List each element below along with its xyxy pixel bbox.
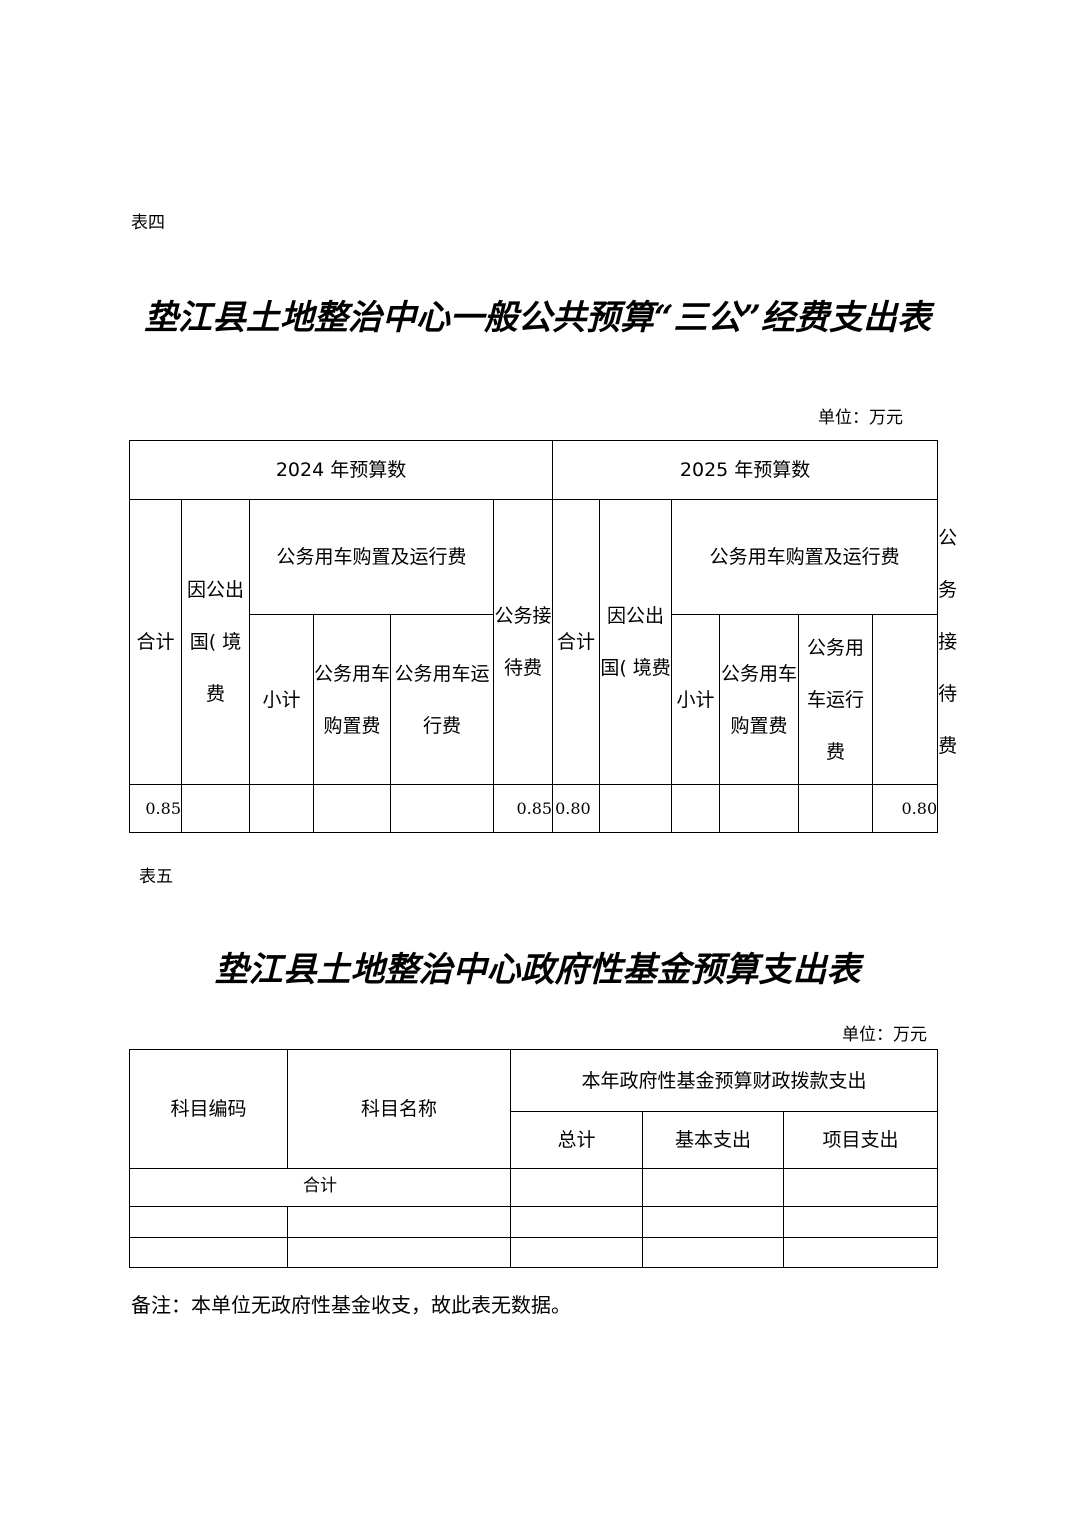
year-2025-header: 2025 年预算数 [552, 440, 939, 500]
total-row-label: 合计 [129, 1168, 511, 1207]
government-fund-table: 科目编码 科目名称 本年政府性基金预算财政拨款支出 总计 基本支出 项目支出 合… [129, 1049, 939, 1268]
year-2024-header: 2024 年预算数 [128, 440, 554, 500]
y1-total-header: 合计 [129, 499, 182, 785]
y1-reception-header: 公务接待费 [494, 605, 552, 679]
y1-run-header: 公务用车运行费 [394, 662, 490, 737]
y1-subtotal-header: 小计 [249, 614, 314, 785]
three-public-expense-table: 2024 年预算数 2025 年预算数 合计 因公出国( 境费 公务用车购置及运… [128, 440, 957, 833]
subject-code-header: 科目编码 [129, 1049, 288, 1169]
table4-label: 表四 [131, 213, 165, 233]
project-expense-header: 项目支出 [782, 1111, 939, 1169]
y1-reception-value: 0.85 [492, 784, 554, 833]
y1-abroad-header: 因公出国( 境费 [186, 579, 244, 705]
y2-subtotal-header: 小计 [671, 614, 721, 785]
y2-reception-value: 0.80 [872, 784, 939, 833]
y2-total-value: 0.80 [552, 784, 601, 833]
y2-purchase-header: 公务用车购置费 [721, 662, 798, 737]
y1-total-value: 0.85 [129, 784, 182, 833]
table4-unit: 单位：万元 [818, 408, 903, 428]
table5-note: 备注：本单位无政府性基金收支，故此表无数据。 [131, 1293, 571, 1317]
y2-run-header: 公务用车运行费 [807, 636, 865, 763]
total-sum-header: 总计 [510, 1111, 643, 1169]
table5-unit: 单位：万元 [842, 1025, 927, 1045]
y2-total-header: 合计 [552, 499, 601, 785]
y2-abroad-header: 因公出国( 境费 [600, 605, 671, 679]
y1-purchase-header: 公务用车购置费 [314, 662, 391, 737]
subject-name-header: 科目名称 [287, 1049, 511, 1169]
table5-title: 垫江县土地整治中心政府性基金预算支出表 [214, 950, 861, 990]
table4-title: 垫江县土地整治中心一般公共预算“三公”经费支出表 [143, 298, 932, 338]
y2-vehicle-header: 公务用车购置及运行费 [709, 546, 900, 568]
table5-label: 表五 [139, 867, 173, 887]
basic-expense-header: 基本支出 [642, 1111, 784, 1169]
fund-expenditure-header: 本年政府性基金预算财政拨款支出 [509, 1049, 939, 1112]
y1-vehicle-header: 公务用车购置及运行费 [249, 499, 494, 615]
